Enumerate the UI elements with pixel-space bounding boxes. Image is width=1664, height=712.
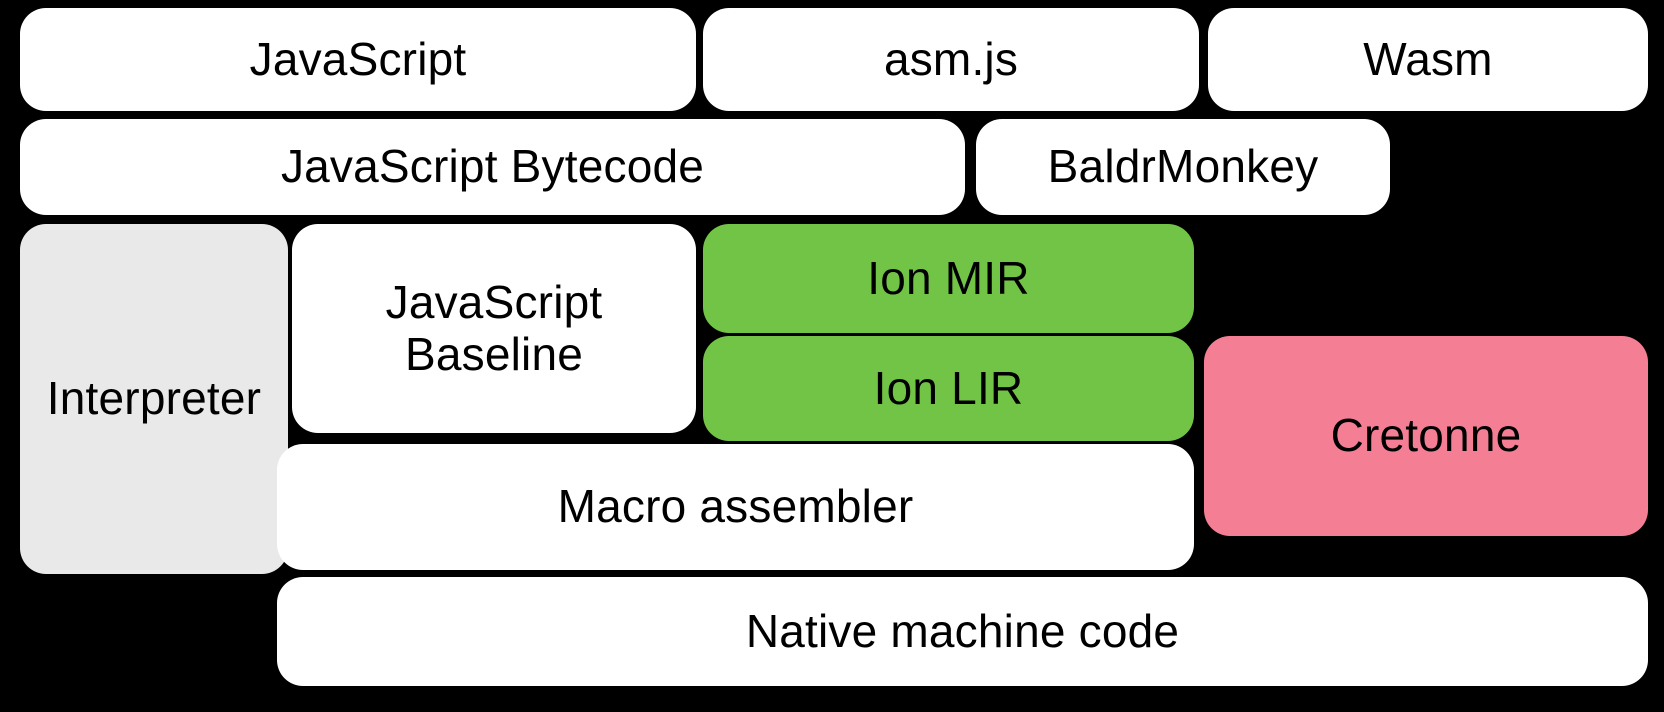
node-ion-lir: Ion LIR — [703, 336, 1194, 441]
node-interpreter: Interpreter — [20, 224, 288, 574]
node-ion-mir: Ion MIR — [703, 224, 1194, 333]
node-macro-assembler: Macro assembler — [277, 444, 1194, 570]
node-wasm: Wasm — [1208, 8, 1648, 111]
node-javascript-bytecode: JavaScript Bytecode — [20, 119, 965, 215]
node-baldrmonkey: BaldrMonkey — [976, 119, 1390, 215]
node-native-machine-code: Native machine code — [277, 577, 1648, 686]
node-asm-js: asm.js — [703, 8, 1199, 111]
node-javascript: JavaScript — [20, 8, 696, 111]
node-javascript-baseline: JavaScript Baseline — [292, 224, 696, 433]
node-cretonne: Cretonne — [1204, 336, 1648, 536]
